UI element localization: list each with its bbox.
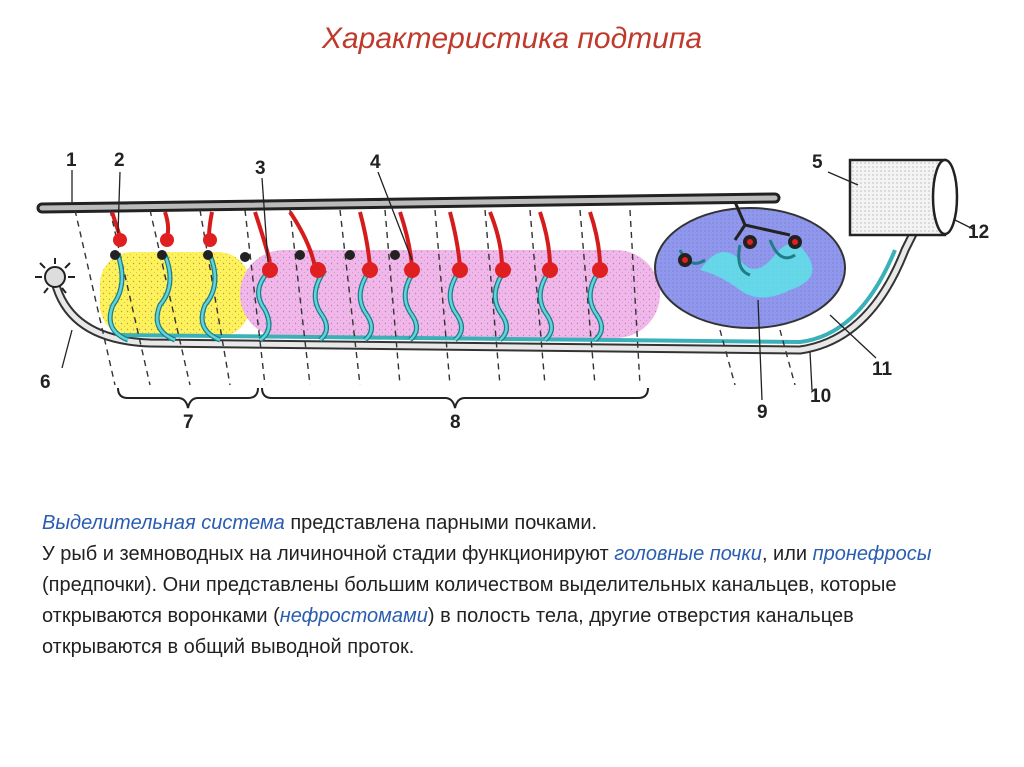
nephrostome-icon bbox=[35, 258, 75, 294]
tubules bbox=[107, 254, 604, 343]
callout-9: 9 bbox=[757, 402, 768, 423]
callout-10: 10 bbox=[810, 386, 831, 407]
glomeruli bbox=[113, 233, 608, 278]
description-text: Выделительная система представлена парны… bbox=[42, 508, 972, 663]
callout-11: 11 bbox=[872, 359, 893, 380]
paragraph-1-rest: представлена парными почками. bbox=[284, 512, 598, 534]
callout-7: 7 bbox=[183, 412, 194, 433]
callout-6: 6 bbox=[40, 372, 51, 393]
term-pronephros: пронефросы bbox=[812, 543, 932, 565]
paragraph-2-d: ) в полость тела, другие отверстия канал… bbox=[42, 605, 854, 658]
paragraph-2: У рыб и земноводных на личиночной стадии… bbox=[42, 539, 972, 663]
paragraph-2-a: У рыб и земноводных на личиночной стадии… bbox=[42, 543, 615, 565]
callout-4: 4 bbox=[370, 152, 381, 173]
callout-3: 3 bbox=[255, 158, 266, 179]
callout-8: 8 bbox=[450, 412, 461, 433]
slide-title: Характеристика подтипа bbox=[321, 22, 703, 55]
callout-1: 1 bbox=[66, 150, 77, 171]
kidney-diagram: 1 2 3 4 5 6 7 8 9 10 11 12 bbox=[35, 150, 989, 433]
callout-2: 2 bbox=[114, 150, 125, 171]
paragraph-2-b: , или bbox=[761, 543, 813, 565]
term-nephrostomes: нефростомами bbox=[279, 605, 428, 627]
bracket-7 bbox=[117, 387, 259, 409]
term-excretory-system: Выделительная система bbox=[42, 512, 285, 534]
term-head-kidneys: головные почки bbox=[614, 543, 762, 565]
paragraph-2-c: (предпочки). Они представлены большим ко… bbox=[42, 574, 897, 627]
paragraph-1: Выделительная система представлена парны… bbox=[42, 508, 972, 539]
callout-12: 12 bbox=[968, 222, 989, 243]
callout-5: 5 bbox=[812, 152, 823, 173]
bracket-8 bbox=[261, 387, 649, 409]
